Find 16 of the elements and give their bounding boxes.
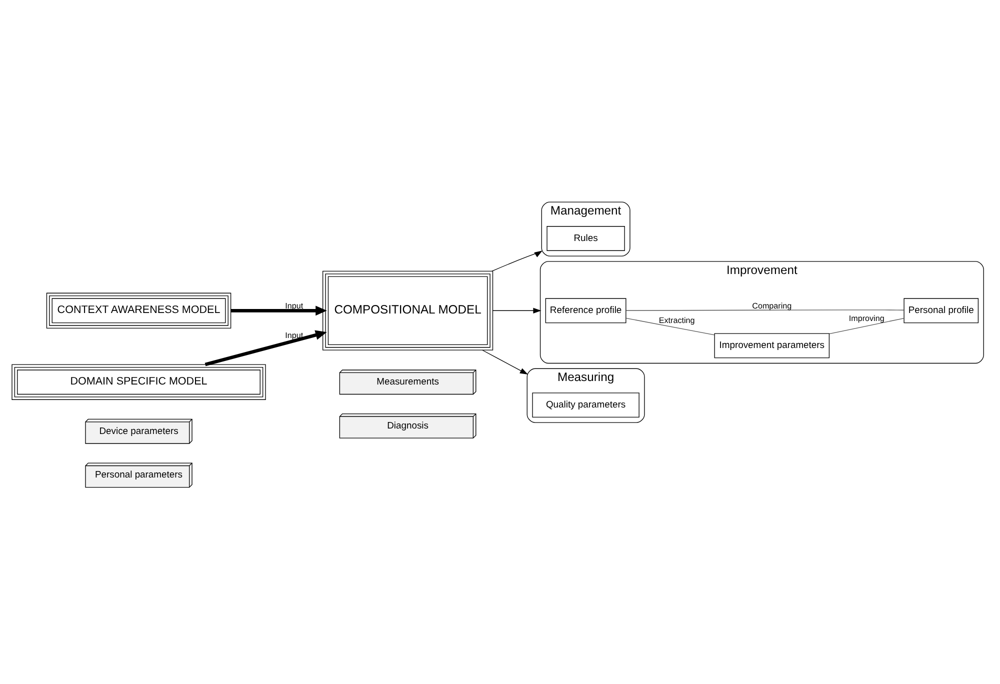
node-box: Reference profile: [544, 298, 626, 324]
arrow: [491, 250, 542, 272]
node-box: Quality parameters: [532, 392, 639, 418]
arrow: [230, 306, 326, 316]
node-box: DOMAIN SPECIFIC MODEL: [11, 364, 266, 400]
node-box: COMPOSITIONAL MODEL: [322, 270, 493, 350]
node-box: CONTEXT AWARENESS MODEL: [46, 292, 231, 329]
arrow: [204, 330, 326, 366]
connector: [828, 318, 904, 334]
arrow: [492, 308, 541, 314]
node-box: Rules: [546, 226, 624, 251]
node-box: Personal profile: [903, 298, 978, 324]
arrow: [482, 350, 528, 375]
connector: [625, 318, 714, 336]
connector: [625, 310, 904, 311]
node-box: Improvement parameters: [714, 333, 830, 358]
